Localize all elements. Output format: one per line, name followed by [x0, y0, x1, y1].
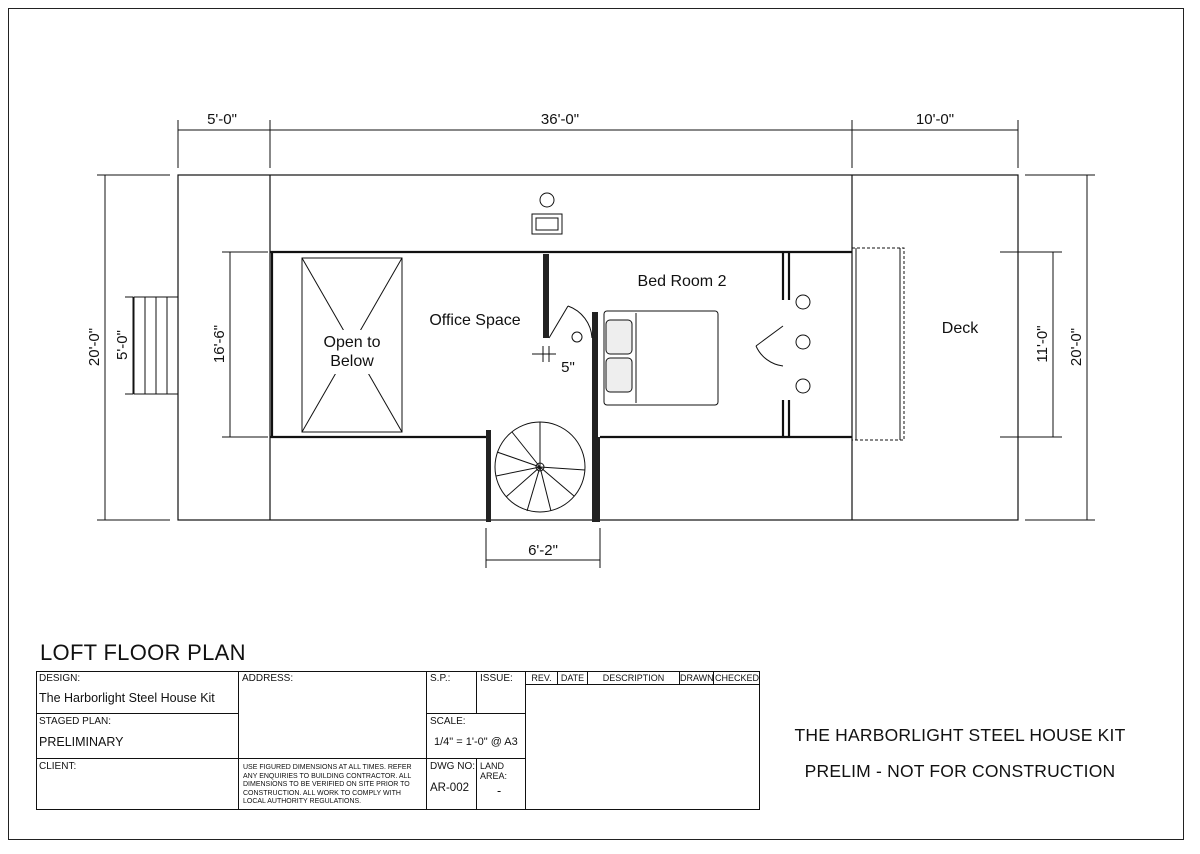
design-value: The Harborlight Steel House Kit [39, 691, 215, 705]
dimension-lines [97, 120, 1095, 568]
panel-screen-icon [535, 217, 559, 231]
design-cell: DESIGN: The Harborlight Steel House Kit [36, 671, 239, 714]
dim-top-left: 5'-0" [207, 111, 237, 128]
partition-wall [543, 254, 549, 338]
stamp-line-2: PRELIM - NOT FOR CONSTRUCTION [804, 761, 1116, 781]
office-door [548, 305, 593, 339]
dim-bottom-stair: 6'-2" [528, 542, 558, 559]
open-label-bg [318, 330, 386, 374]
stair-wall-right [592, 437, 600, 522]
bedroom-door [755, 325, 784, 367]
client-label: CLIENT: [39, 761, 77, 772]
staged-value: PRELIMINARY [39, 735, 124, 749]
stair-wall-left [486, 430, 491, 522]
land-value: - [497, 784, 502, 798]
external-stair [133, 296, 179, 395]
plan-title: LOFT FLOOR PLAN [40, 640, 246, 665]
dim-right-outer: 20'-0" [1068, 328, 1085, 366]
panel-icon [531, 213, 563, 235]
client-cell: CLIENT: [36, 759, 239, 810]
open-to-below [301, 257, 403, 433]
outlet-icon [795, 294, 811, 310]
design-label: DESIGN: [39, 673, 81, 684]
sp-label: S.P.: [430, 673, 451, 684]
land-cell: LAND AREA: - [477, 759, 526, 810]
dim-top-right: 10'-0" [916, 111, 954, 128]
outlet-icon [795, 378, 811, 394]
drawing-border [8, 8, 1184, 840]
scale-value: 1/4" = 1'-0" @ A3 [434, 736, 518, 748]
bedroom-label: Bed Room 2 [638, 273, 727, 290]
title-block: DESIGN: The Harborlight Steel House Kit … [36, 671, 760, 810]
issue-label: ISSUE: [480, 673, 513, 684]
door-gap-label: 5" [561, 359, 575, 376]
note-cell: USE FIGURED DIMENSIONS AT ALL TIMES. REF… [239, 759, 427, 810]
spiral-stair [494, 421, 586, 513]
stamp-line-1: THE HARBORLIGHT STEEL HOUSE KIT [794, 725, 1126, 745]
outlet-icon [539, 192, 555, 208]
dim-left-stair: 5'-0" [114, 330, 131, 360]
land-label: LAND AREA: [480, 761, 508, 781]
office-label: Office Space [429, 312, 520, 329]
drawn-header: DRAWN [680, 671, 714, 685]
open-label-line1: Open to [324, 334, 381, 351]
staged-cell: STAGED PLAN: PRELIMINARY [36, 714, 239, 759]
dim-left-inner: 16'-6" [211, 325, 228, 363]
description-header: DESCRIPTION [588, 671, 680, 685]
deck-label: Deck [942, 320, 979, 337]
disclaimer-note: USE FIGURED DIMENSIONS AT ALL TIMES. REF… [243, 764, 412, 805]
open-label-line2: Below [330, 353, 374, 370]
staged-label: STAGED PLAN: [39, 716, 112, 727]
address-cell: ADDRESS: [239, 671, 427, 759]
issue-cell: ISSUE: [477, 671, 526, 714]
dim-left-outer: 20'-0" [86, 328, 103, 366]
checked-header: CHECKED [714, 673, 759, 683]
partition-wall-2 [592, 312, 598, 522]
scale-cell: SCALE: 1/4" = 1'-0" @ A3 [427, 714, 526, 759]
scale-label: SCALE: [430, 716, 466, 727]
dwg-value: AR-002 [430, 782, 469, 794]
dim-right-inner: 11'-0" [1034, 325, 1051, 362]
sp-cell: S.P.: [427, 671, 477, 714]
smoke-detector-icon [571, 331, 583, 343]
deck-railing [851, 247, 905, 441]
date-header: DATE [558, 671, 588, 685]
rev-header: REV. [526, 671, 558, 685]
dim-top-mid: 36'-0" [541, 111, 579, 128]
door-gap-dimension [532, 346, 556, 362]
address-label: ADDRESS: [242, 673, 294, 684]
outlet-icon [795, 334, 811, 350]
dwg-cell: DWG NO: AR-002 [427, 759, 477, 810]
interior-walls [270, 250, 852, 439]
dwg-label: DWG NO: [430, 761, 475, 772]
bed-icon [603, 310, 719, 406]
revision-header: REV. DATE DESCRIPTION DRAWN CHECKED [526, 671, 760, 685]
